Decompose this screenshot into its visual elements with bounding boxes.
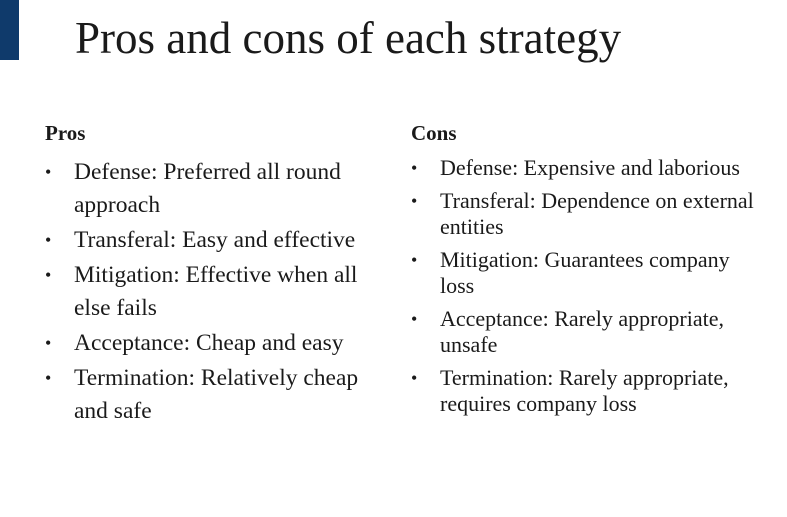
cons-item-text: Defense: Expensive and laborious — [440, 155, 740, 180]
cons-item-text: Mitigation: Guarantees company loss — [440, 247, 730, 298]
slide-title: Pros and cons of each strategy — [75, 13, 622, 63]
pros-list: • Defense: Preferred all round approach … — [45, 156, 390, 428]
pros-item-text: Transferal: Easy and effective — [74, 227, 356, 253]
cons-item-text: Transferal: Dependence on external entit… — [440, 188, 754, 239]
bullet-icon: • — [45, 333, 52, 353]
cons-item-transferal: • Transferal: Dependence on external ent… — [411, 188, 766, 240]
bullet-icon: • — [45, 265, 52, 285]
bullet-icon: • — [411, 191, 418, 211]
pros-column: Pros • Defense: Preferred all round appr… — [45, 120, 390, 430]
cons-item-acceptance: • Acceptance: Rarely appropriate, unsafe — [411, 306, 766, 358]
pros-item-text: Acceptance: Cheap and easy — [74, 330, 344, 356]
pros-item-defense: • Defense: Preferred all round approach — [45, 156, 390, 222]
bullet-icon: • — [45, 230, 52, 250]
bullet-icon: • — [45, 162, 52, 182]
pros-heading: Pros — [45, 121, 86, 145]
cons-item-mitigation: • Mitigation: Guarantees company loss — [411, 247, 766, 299]
bullet-icon: • — [411, 309, 418, 329]
bullet-icon: • — [411, 368, 418, 388]
pros-item-text: Mitigation: Effective when all else fail… — [74, 262, 358, 321]
cons-item-defense: • Defense: Expensive and laborious — [411, 155, 766, 181]
bullet-icon: • — [45, 368, 52, 388]
pros-item-transferal: • Transferal: Easy and effective — [45, 224, 390, 257]
cons-heading: Cons — [411, 121, 457, 145]
cons-item-text: Acceptance: Rarely appropriate, unsafe — [440, 306, 725, 357]
pros-item-mitigation: • Mitigation: Effective when all else fa… — [45, 259, 390, 325]
title-accent-bar — [0, 0, 19, 60]
pros-item-text: Termination: Relatively cheap and safe — [74, 365, 359, 424]
cons-item-termination: • Termination: Rarely appropriate, requi… — [411, 365, 766, 417]
cons-item-text: Termination: Rarely appropriate, require… — [440, 365, 729, 416]
cons-column: Cons • Defense: Expensive and laborious … — [411, 120, 766, 424]
pros-item-acceptance: • Acceptance: Cheap and easy — [45, 327, 390, 360]
bullet-icon: • — [411, 158, 418, 178]
cons-list: • Defense: Expensive and laborious • Tra… — [411, 155, 766, 417]
bullet-icon: • — [411, 250, 418, 270]
pros-item-termination: • Termination: Relatively cheap and safe — [45, 362, 390, 428]
pros-item-text: Defense: Preferred all round approach — [74, 159, 341, 218]
